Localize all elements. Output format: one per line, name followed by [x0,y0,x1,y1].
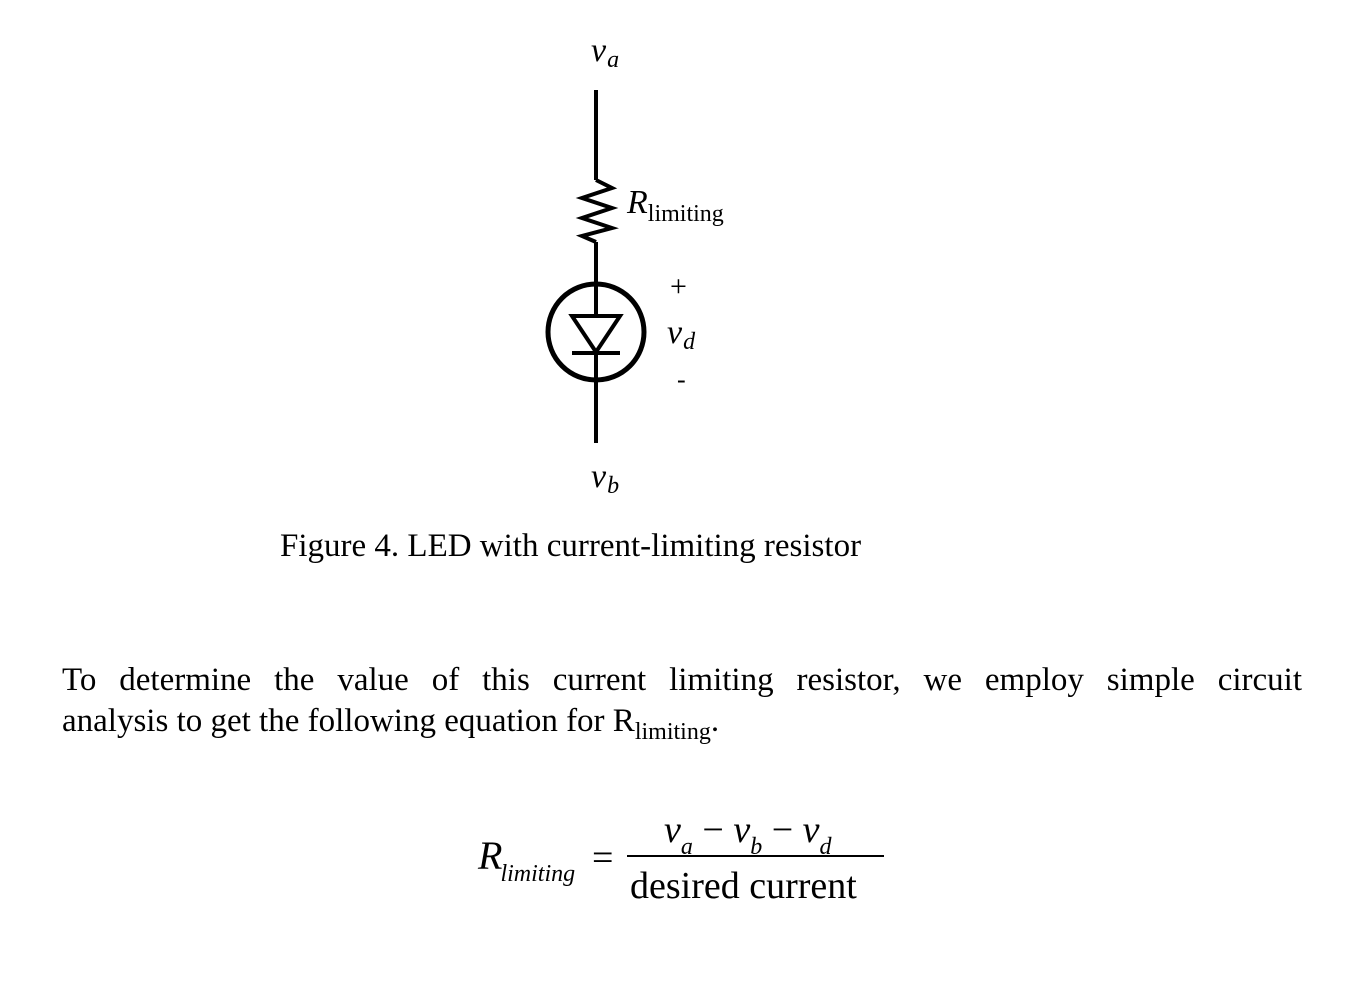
node-label-vb: vb [591,458,620,499]
equation-numerator: va − vb − vd [664,809,832,860]
led-circuit-diagram [545,90,647,443]
diode-triangle [568,314,624,356]
equation-equals: = [592,837,614,879]
paragraph-line-1: To determine the value of this current l… [62,662,1302,698]
fraction-bar [627,855,884,857]
diode-voltage-label: vd [667,314,696,355]
body-paragraph: To determine the value of this current l… [62,660,1302,745]
node-label-va: va [591,32,620,73]
resistor-label: Rlimiting [627,184,724,227]
polarity-minus: - [677,365,686,394]
equation-denominator: desired current [630,865,857,907]
figure-caption: Figure 4. LED with current-limiting resi… [280,528,862,564]
paragraph-line-2: analysis to get the following equation f… [62,703,720,745]
polarity-plus: + [670,270,687,303]
equation-lhs: Rlimiting [478,833,576,887]
resistor-symbol [575,178,619,244]
